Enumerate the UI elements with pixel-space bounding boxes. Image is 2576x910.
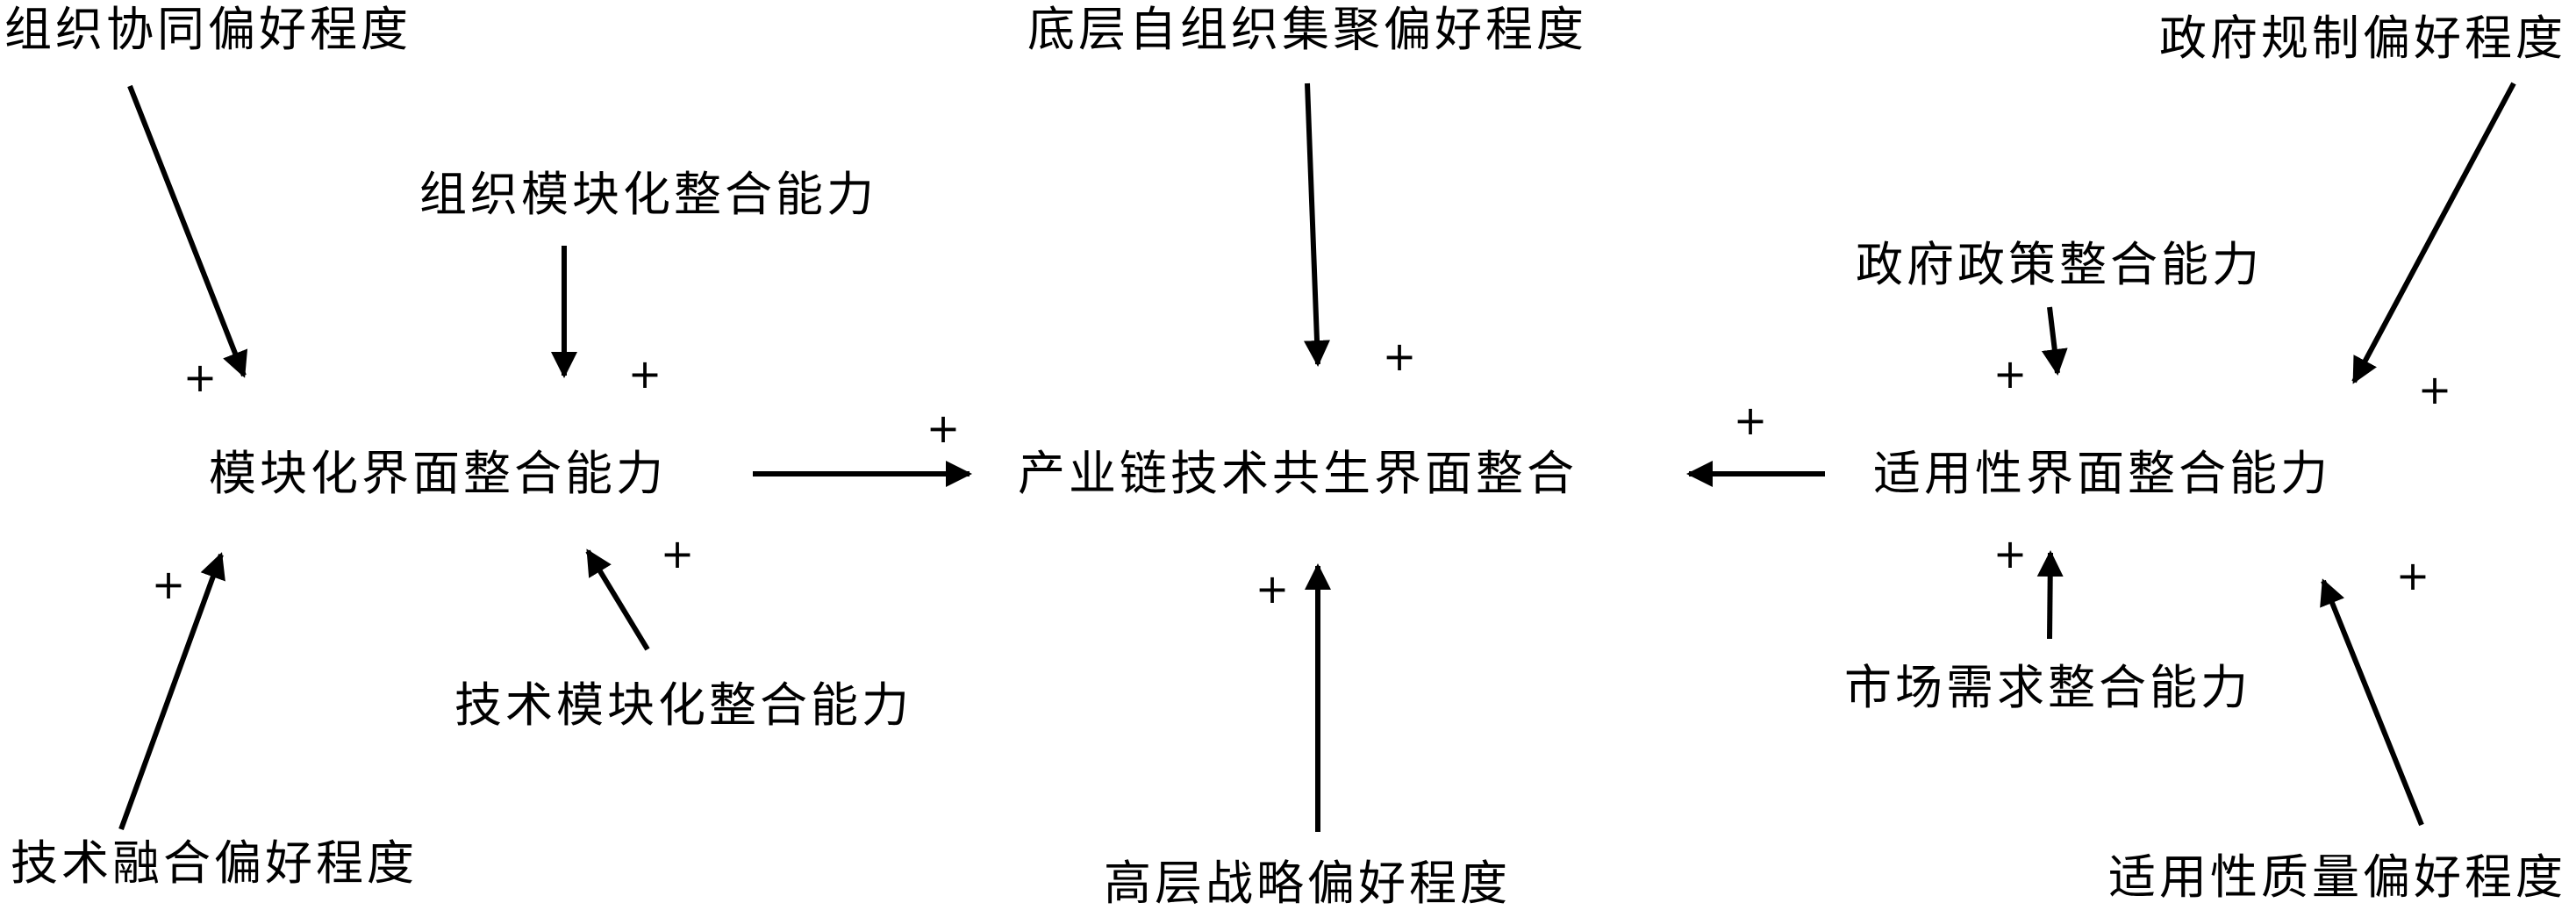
polarity-sign: + — [628, 350, 662, 398]
arrow-gov-policy-to-applicable — [2041, 306, 2068, 376]
polarity-sign: + — [1256, 565, 1290, 613]
node-org-modular-integration: 组织模块化整合能力 — [419, 167, 877, 222]
node-market-demand-integration: 市场需求整合能力 — [1844, 660, 2251, 715]
polarity-sign: + — [1993, 350, 2028, 398]
node-tech-fusion-pref: 技术融合偏好程度 — [11, 835, 418, 891]
polarity-sign: + — [2418, 366, 2452, 413]
polarity-sign: + — [1383, 333, 1417, 380]
node-industry-chain-symbiosis: 产业链技术共生界面整合 — [1018, 446, 1578, 501]
polarity-signs: + + + + + + + + + + + + — [152, 333, 2452, 613]
arrow-quality-pref-to-applicable — [2320, 578, 2424, 827]
polarity-sign: + — [152, 561, 186, 608]
polarity-sign: + — [927, 405, 961, 452]
polarity-sign: + — [1734, 397, 1768, 444]
node-gov-regulation-pref: 政府规制偏好程度 — [2159, 11, 2566, 66]
node-modular-interface-integration: 模块化界面整合能力 — [209, 446, 667, 501]
polarity-sign: + — [2396, 552, 2430, 599]
arrow-tech-fusion-to-modular — [118, 552, 225, 831]
arrow-org-synergy-to-modular — [127, 84, 248, 378]
node-tech-modular-integration: 技术模块化整合能力 — [454, 677, 912, 733]
arrow-gov-regulation-to-applicable — [2351, 82, 2516, 384]
node-applicable-quality-pref: 适用性质量偏好程度 — [2108, 849, 2566, 905]
node-top-strategy-pref: 高层战略偏好程度 — [1104, 856, 1511, 910]
polarity-sign: + — [661, 530, 695, 577]
nodes: 组织协同偏好程度 底层自组织集聚偏好程度 政府规制偏好程度 组织模块化整合能力 … — [4, 2, 2566, 910]
node-gov-policy-integration: 政府政策整合能力 — [1856, 237, 2263, 292]
polarity-sign: + — [183, 354, 218, 401]
polarity-sign: + — [1993, 530, 2028, 577]
arrow-bottom-self-org-to-symbiosis — [1303, 82, 1330, 367]
node-org-synergy-pref: 组织协同偏好程度 — [4, 2, 411, 57]
node-bottom-self-org-pref: 底层自组织集聚偏好程度 — [1027, 2, 1587, 57]
arrow-tech-modular-to-modular — [585, 548, 650, 651]
edges — [118, 82, 2516, 832]
node-applicable-interface-integration: 适用性界面整合能力 — [1873, 446, 2331, 501]
